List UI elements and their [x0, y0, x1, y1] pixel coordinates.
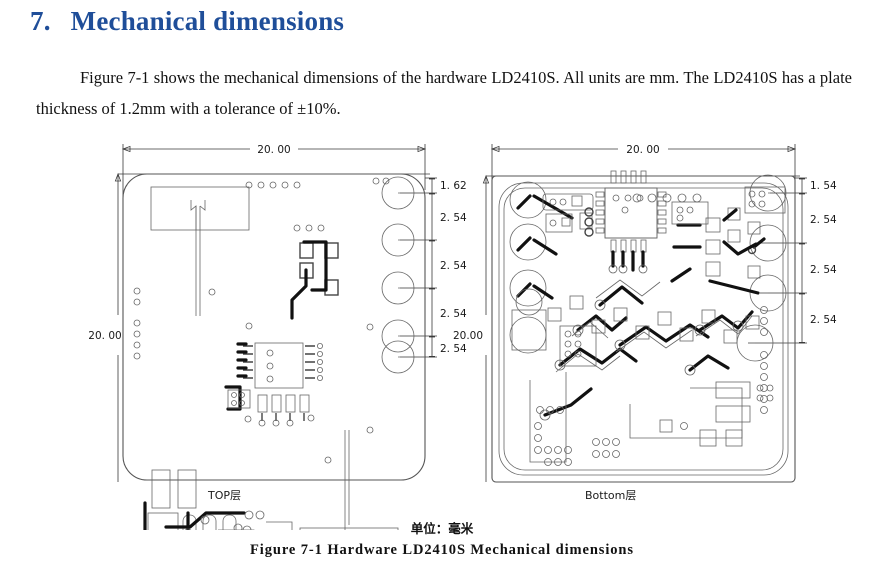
bottom-middle-routing [539, 279, 760, 421]
top-width-dimension: 20. 00 [121, 144, 427, 340]
svg-text:2. 54: 2. 54 [810, 264, 837, 276]
top-antenna-upper [150, 186, 250, 316]
svg-text:20. 00: 20. 00 [88, 330, 121, 342]
figure-caption: Figure 7-1 Hardware LD2410S Mechanical d… [250, 542, 634, 558]
top-lower-left-cluster [143, 415, 293, 530]
top-via-holes [133, 177, 390, 360]
section-number: 7. [30, 6, 51, 36]
bottom-right-routing [670, 186, 786, 283]
svg-text:20. 00: 20. 00 [626, 144, 659, 156]
svg-text:2. 54: 2. 54 [810, 314, 837, 326]
top-pad-field [224, 385, 315, 427]
svg-text:2. 54: 2. 54 [810, 214, 837, 226]
top-layer-board-drawing: 20. 00 20. 00 [88, 144, 467, 530]
bottom-via-arrays [534, 306, 768, 466]
svg-text:20. 00: 20. 00 [257, 144, 290, 156]
top-height-dimension: 20. 00 [88, 172, 430, 482]
top-main-ic [236, 342, 323, 389]
svg-text:20.00: 20.00 [453, 330, 483, 342]
bottom-right-circular-pads [708, 174, 795, 362]
top-layer-caption: TOP层 [208, 489, 242, 502]
svg-text:2. 54: 2. 54 [440, 308, 467, 320]
svg-text:1. 62: 1. 62 [440, 180, 467, 192]
bottom-left-circular-pads [509, 181, 574, 354]
bottom-layer-board-drawing: 20. 00 20.00 [453, 144, 837, 483]
top-antenna-lower [299, 430, 399, 530]
top-copper-upper-right [290, 240, 339, 320]
section-paragraph: Figure 7-1 shows the mechanical dimensio… [36, 68, 852, 118]
svg-text:1. 54: 1. 54 [810, 180, 837, 192]
svg-text:2. 54: 2. 54 [440, 343, 467, 355]
top-lower-vias [324, 426, 374, 464]
top-connector-pads [381, 176, 425, 374]
page-title: 7. Mechanical dimensions [30, 6, 344, 37]
bottom-main-ic [584, 170, 667, 274]
unit-note: 单位：毫米 [410, 521, 474, 536]
svg-text:2. 54: 2. 54 [440, 260, 467, 272]
bottom-layer-caption: Bottom层 [585, 489, 637, 502]
bottom-copper-pours [511, 288, 774, 463]
section-title: Mechanical dimensions [70, 6, 345, 36]
mechanical-dimensions-figure: 20. 00 20. 00 [0, 130, 884, 530]
svg-text:2. 54: 2. 54 [440, 212, 467, 224]
bottom-pitch-dimensions: 1. 54 2. 54 2. 54 2. 54 [748, 177, 837, 344]
